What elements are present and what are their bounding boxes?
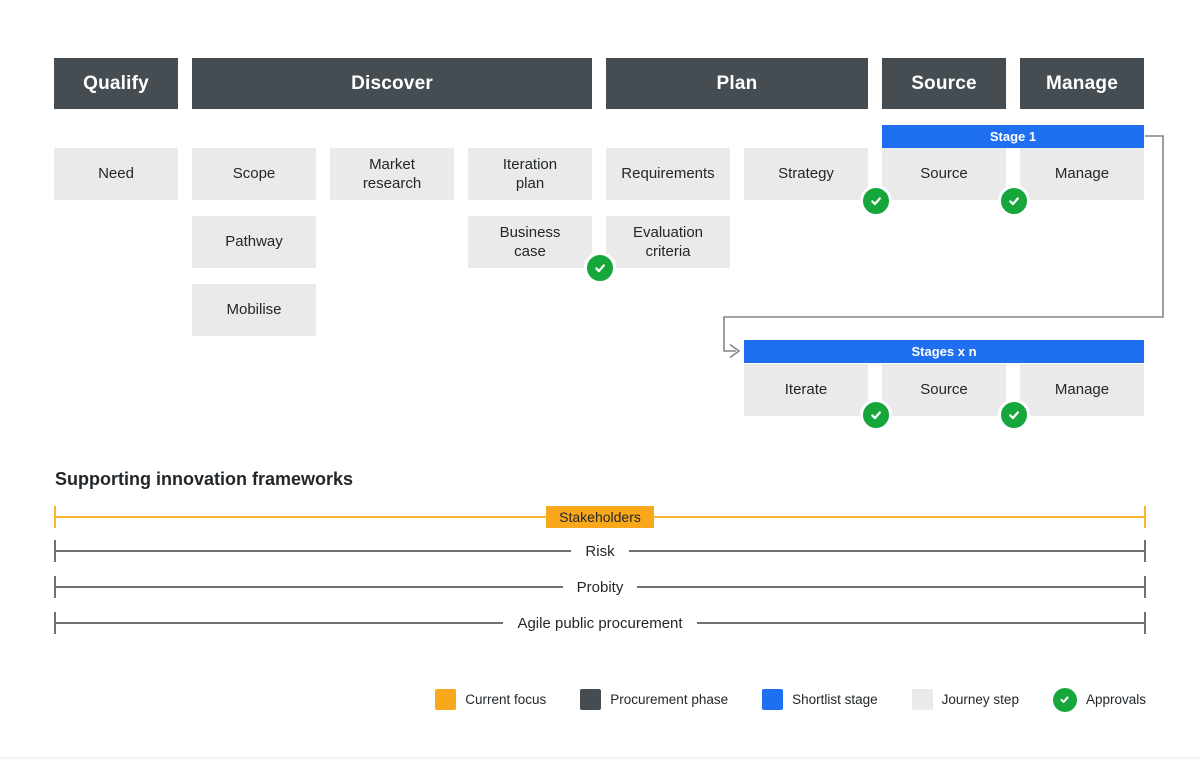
phase-discover: Discover <box>192 58 592 109</box>
approval-check-icon-source-stage1 <box>998 185 1030 217</box>
step-need: Need <box>54 148 178 200</box>
line-end-tick <box>54 540 56 562</box>
legend-label: Journey step <box>941 692 1019 707</box>
step-scope: Scope <box>192 148 316 200</box>
shortlist-stage-swatch-icon <box>762 689 784 710</box>
line-end-tick <box>54 612 56 634</box>
framework-label-stakeholders: Stakeholders <box>546 506 654 528</box>
legend-label: Shortlist stage <box>792 692 878 707</box>
framework-line <box>56 550 572 552</box>
step-mobilise: Mobilise <box>192 284 316 336</box>
framework-line <box>56 622 504 624</box>
step-source-stages-n: Source <box>882 364 1006 416</box>
framework-line <box>628 550 1145 552</box>
step-market-research: Market research <box>330 148 454 200</box>
phase-source: Source <box>882 58 1006 109</box>
line-end-tick <box>1144 540 1147 562</box>
stage1-bar: Stage 1 <box>882 125 1144 148</box>
framework-row-agile-public-procurement: Agile public procurement <box>54 611 1146 635</box>
approvals-check-icon <box>1052 687 1077 712</box>
step-iteration-plan: Iteration plan <box>468 148 592 200</box>
phase-manage: Manage <box>1020 58 1144 109</box>
framework-line <box>56 586 563 588</box>
step-pathway: Pathway <box>192 216 316 268</box>
legend-item-current-focus: Current focus <box>435 689 546 710</box>
step-iterate: Iterate <box>744 364 868 416</box>
framework-label-agile-public-procurement: Agile public procurement <box>517 614 683 632</box>
step-business-case: Business case <box>468 216 592 268</box>
frameworks-heading: Supporting innovation frameworks <box>55 469 354 489</box>
framework-line <box>56 516 547 518</box>
legend: Current focus Procurement phase Shortlis… <box>435 686 1146 713</box>
current-focus-swatch-icon <box>435 689 457 710</box>
framework-line <box>696 622 1144 624</box>
line-end-tick <box>1144 612 1146 634</box>
framework-line <box>653 516 1144 518</box>
legend-item-procurement-phase: Procurement phase <box>580 689 728 710</box>
framework-line <box>637 586 1144 588</box>
bottom-divider <box>0 757 1200 759</box>
step-strategy: Strategy <box>744 148 868 200</box>
legend-item-approvals: Approvals <box>1052 687 1146 712</box>
step-source-stage1: Source <box>882 148 1006 200</box>
legend-item-shortlist-stage: Shortlist stage <box>762 689 878 710</box>
framework-label-probity: Probity <box>576 578 624 596</box>
framework-row-probity: Probity <box>54 575 1146 599</box>
journey-step-swatch-icon <box>911 689 933 710</box>
line-end-tick <box>54 576 56 598</box>
step-manage-stages-n: Manage <box>1020 364 1144 416</box>
framework-label-risk: Risk <box>585 542 615 560</box>
phase-plan: Plan <box>606 58 868 109</box>
line-end-tick <box>54 506 56 528</box>
stages-n-bar: Stages x n <box>744 340 1144 363</box>
approval-check-icon-source-stages-n <box>998 399 1030 431</box>
line-end-tick <box>1144 506 1146 528</box>
legend-label: Procurement phase <box>610 692 729 707</box>
legend-label: Current focus <box>465 692 547 707</box>
approval-check-icon-iterate <box>860 399 892 431</box>
procurement-phase-swatch-icon <box>580 689 602 710</box>
phase-qualify: Qualify <box>54 58 178 109</box>
line-end-tick <box>1144 576 1146 598</box>
step-manage-stage1: Manage <box>1020 148 1144 200</box>
legend-item-journey-step: Journey step <box>911 689 1019 710</box>
framework-row-risk: Risk <box>54 539 1147 563</box>
approval-check-icon-strategy <box>860 185 892 217</box>
step-evaluation-criteria: Evaluation criteria <box>606 216 730 268</box>
step-requirements: Requirements <box>606 148 730 200</box>
framework-row-stakeholders: Stakeholders <box>54 505 1146 529</box>
legend-label: Approvals <box>1085 692 1146 707</box>
approval-check-icon-business-case <box>584 252 616 284</box>
